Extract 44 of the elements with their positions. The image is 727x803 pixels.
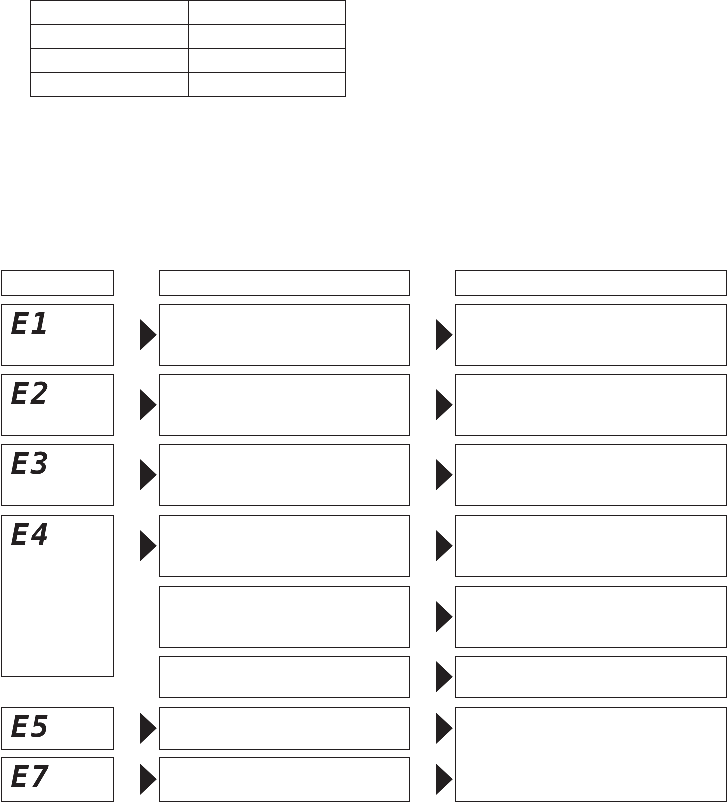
empty-box	[455, 444, 727, 506]
empty-box	[455, 707, 727, 802]
arrow	[436, 712, 453, 744]
empty-box	[455, 374, 727, 436]
empty-box	[159, 374, 410, 436]
empty-box	[455, 304, 727, 366]
empty-box	[159, 656, 410, 698]
empty-box	[455, 515, 727, 577]
error-code-box	[1, 707, 114, 750]
arrow	[140, 459, 157, 491]
arrow	[436, 764, 453, 796]
error-code-box	[1, 444, 114, 506]
error-code: E3	[11, 449, 52, 481]
error-code-box	[1, 757, 114, 802]
empty-box	[1, 270, 114, 296]
empty-box	[159, 270, 410, 296]
error-code-box	[1, 515, 114, 677]
error-code: E2	[11, 379, 52, 411]
arrow	[436, 389, 453, 421]
arrow	[140, 712, 157, 744]
error-code: E1	[11, 309, 52, 341]
arrow	[436, 319, 453, 351]
empty-box	[159, 304, 410, 366]
arrow	[140, 530, 157, 562]
error-code: E5	[11, 712, 52, 744]
empty-box	[159, 757, 410, 802]
empty-box	[455, 270, 727, 296]
arrow	[140, 389, 157, 421]
empty-box	[159, 707, 410, 750]
error-code: E4	[11, 520, 52, 552]
arrow	[436, 661, 453, 693]
empty-box	[159, 444, 410, 506]
empty-box	[159, 515, 410, 577]
arrow	[140, 764, 157, 796]
arrow	[140, 319, 157, 351]
error-code: E7	[11, 762, 52, 794]
empty-box	[455, 586, 727, 648]
error-code-box	[1, 374, 114, 436]
arrow	[436, 459, 453, 491]
empty-box	[159, 586, 410, 648]
empty-box	[455, 656, 727, 698]
error-code-box	[1, 304, 114, 366]
arrow	[436, 601, 453, 633]
arrow	[436, 530, 453, 562]
